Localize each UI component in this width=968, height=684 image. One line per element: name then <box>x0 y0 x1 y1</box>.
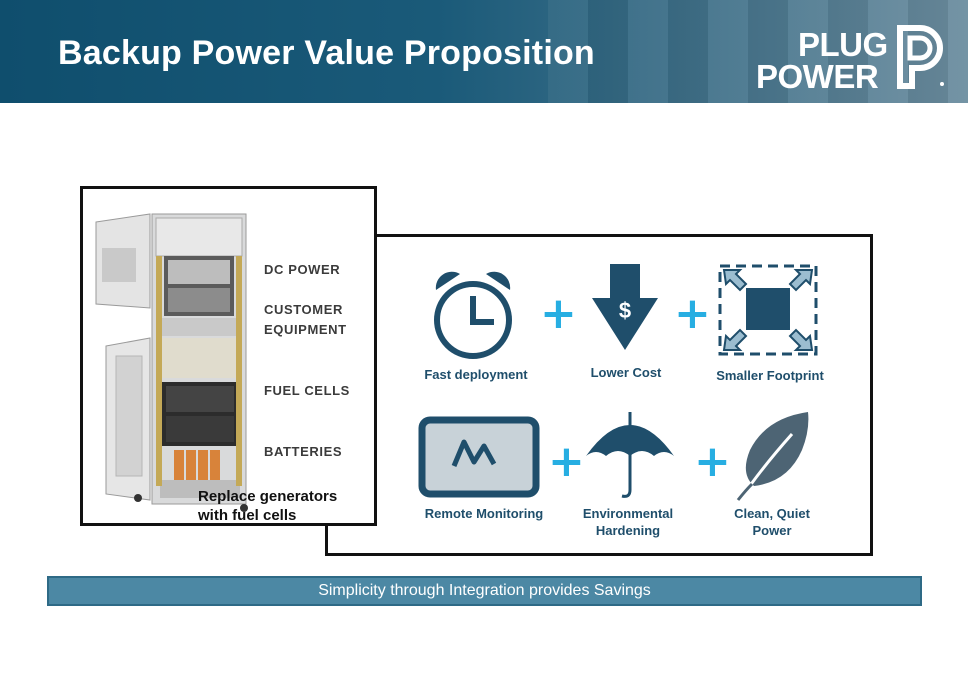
caption-environmental-line1: Environmental <box>582 506 674 521</box>
lower-cost-arrow-icon <box>592 264 658 350</box>
label-dc-power: DC POWER <box>264 262 341 277</box>
label-customer: CUSTOMER <box>264 302 343 317</box>
cabinet-caption: Replace generators with fuel cells <box>198 487 337 525</box>
umbrella-icon <box>586 412 674 498</box>
leaf-icon <box>736 412 809 501</box>
caption-clean-quiet-power: Clean, Quiet Power <box>714 505 830 539</box>
monitor-icon <box>418 416 540 498</box>
fuel-cell-cabinet-image <box>95 213 248 512</box>
clock-icon <box>434 271 512 359</box>
caption-fast-deployment: Fast deployment <box>424 367 528 382</box>
label-equipment: EQUIPMENT <box>264 322 347 337</box>
logo-p-mark-icon <box>897 25 944 89</box>
caption-environmental-line2: Hardening <box>595 523 661 538</box>
cabinet-caption-line1: Replace generators <box>198 488 338 505</box>
caption-remote-monitoring: Remote Monitoring <box>424 506 544 521</box>
plug-power-logo: PLUG POWER <box>756 24 952 94</box>
savings-banner: Simplicity through Integration provides … <box>47 576 922 606</box>
header-bar: Backup Power Value Proposition PLUG POWE… <box>0 0 968 103</box>
logo-word-power: POWER <box>756 58 879 95</box>
label-fuel-cells: FUEL CELLS <box>264 383 350 398</box>
cabinet-caption-line2: with fuel cells <box>198 507 297 524</box>
dollar-sign-icon: $ <box>618 298 632 323</box>
caption-clean-line1: Clean, Quiet <box>734 506 810 521</box>
logo-word-plug: PLUG <box>798 26 888 63</box>
page-title: Backup Power Value Proposition <box>58 34 595 72</box>
smaller-footprint-icon <box>718 264 818 356</box>
plus-sign-2: + <box>674 288 711 339</box>
caption-clean-line2: Power <box>752 523 792 538</box>
label-batteries: BATTERIES <box>264 444 343 459</box>
plus-sign-4: + <box>694 436 731 487</box>
caption-environmental-hardening: Environmental Hardening <box>568 505 688 539</box>
caption-smaller-footprint: Smaller Footprint <box>716 368 824 383</box>
plus-sign-3: + <box>548 436 585 487</box>
caption-lower-cost: Lower Cost <box>590 365 662 380</box>
plus-sign-1: + <box>540 288 577 339</box>
benefits-panel <box>325 234 873 556</box>
